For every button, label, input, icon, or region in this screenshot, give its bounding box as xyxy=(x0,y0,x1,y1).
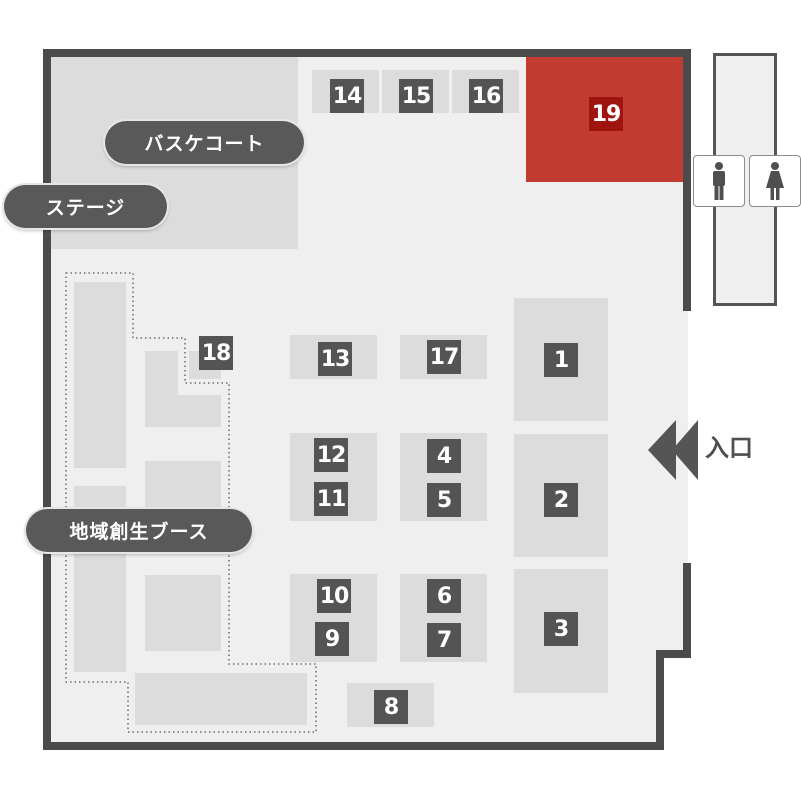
booth-badge-16[interactable]: 16 xyxy=(469,79,503,113)
booth-badge-15[interactable]: 15 xyxy=(399,79,433,113)
regional-block-lower xyxy=(145,575,221,651)
wall-right-lower xyxy=(683,563,691,658)
booth-badge-9[interactable]: 9 xyxy=(315,622,349,656)
floor-cutout-bottom-right xyxy=(664,655,704,755)
regional-booth-label[interactable]: 地域創生ブース xyxy=(26,509,252,552)
female-restroom-icon xyxy=(766,162,784,200)
booth-badge-4[interactable]: 4 xyxy=(427,439,461,473)
booth-badge-17[interactable]: 17 xyxy=(427,340,461,374)
booth-badge-7[interactable]: 7 xyxy=(427,623,461,657)
booth-badge-13[interactable]: 13 xyxy=(318,342,352,376)
male-restroom-sign[interactable] xyxy=(693,155,745,207)
wall-left xyxy=(43,49,51,750)
male-restroom-icon xyxy=(713,162,725,200)
wall-top xyxy=(43,49,691,57)
booth-badge-14[interactable]: 14 xyxy=(330,79,364,113)
booth-badge-2[interactable]: 2 xyxy=(544,483,578,517)
female-restroom-sign[interactable] xyxy=(749,155,801,207)
regional-block-left-upper xyxy=(74,282,126,468)
booth-badge-1[interactable]: 1 xyxy=(544,343,578,377)
wall-bottom xyxy=(43,742,664,750)
booth-badge-6[interactable]: 6 xyxy=(427,579,461,613)
double-chevron-left-icon xyxy=(648,420,698,480)
wall-step xyxy=(656,650,691,658)
basketball-court-label[interactable]: バスケコート xyxy=(105,121,304,164)
booth-badge-18[interactable]: 18 xyxy=(199,336,233,370)
booth-badge-3[interactable]: 3 xyxy=(544,612,578,646)
booth-badge-8[interactable]: 8 xyxy=(374,690,408,724)
booth-badge-10[interactable]: 10 xyxy=(317,579,351,613)
booth-badge-5[interactable]: 5 xyxy=(427,483,461,517)
entrance-arrows[interactable] xyxy=(646,410,700,480)
regional-block-l-horizontal xyxy=(145,395,221,427)
stage-label[interactable]: ステージ xyxy=(4,185,167,228)
wall-right-upper xyxy=(683,49,691,311)
entrance-label: 入口 xyxy=(705,434,753,462)
booth-badge-12[interactable]: 12 xyxy=(314,438,348,472)
booth-badge-19[interactable]: 19 xyxy=(589,97,623,131)
booth-badge-11[interactable]: 11 xyxy=(314,482,348,516)
wall-right-bottom xyxy=(656,650,664,750)
regional-block-bottom xyxy=(135,673,307,725)
